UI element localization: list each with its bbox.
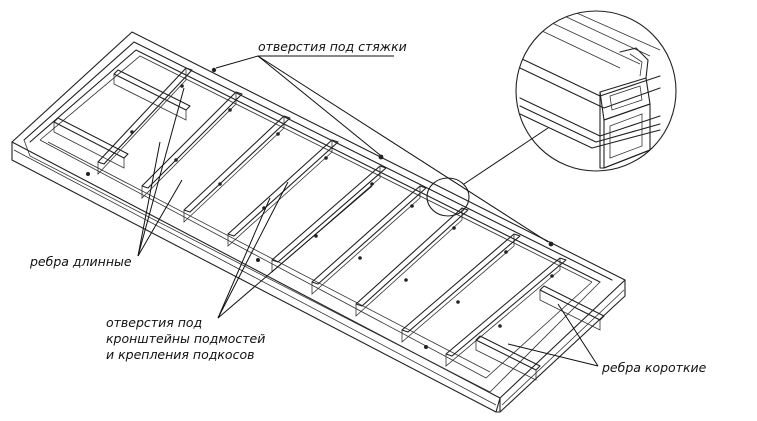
- inner-side-walls: [39, 55, 593, 379]
- short-ribs-left: [53, 69, 191, 169]
- leader-lines: [137, 55, 599, 367]
- label-tie-holes: отверстия под стяжки: [258, 39, 407, 54]
- short-ribs-right: [475, 285, 605, 381]
- label-long-ribs: ребра длинные: [29, 254, 132, 269]
- label-bracket-holes-1: отверстия под: [106, 315, 202, 330]
- label-bracket-holes-3: и крепления подкосов: [106, 347, 254, 362]
- label-short-ribs: ребра короткие: [601, 360, 707, 375]
- profile-detail-view: [515, 10, 677, 172]
- holes: [86, 67, 554, 349]
- label-bracket-holes-2: кронштейны подмостей: [106, 331, 265, 346]
- panel-frame: [11, 31, 626, 413]
- detail-leader: [463, 127, 549, 185]
